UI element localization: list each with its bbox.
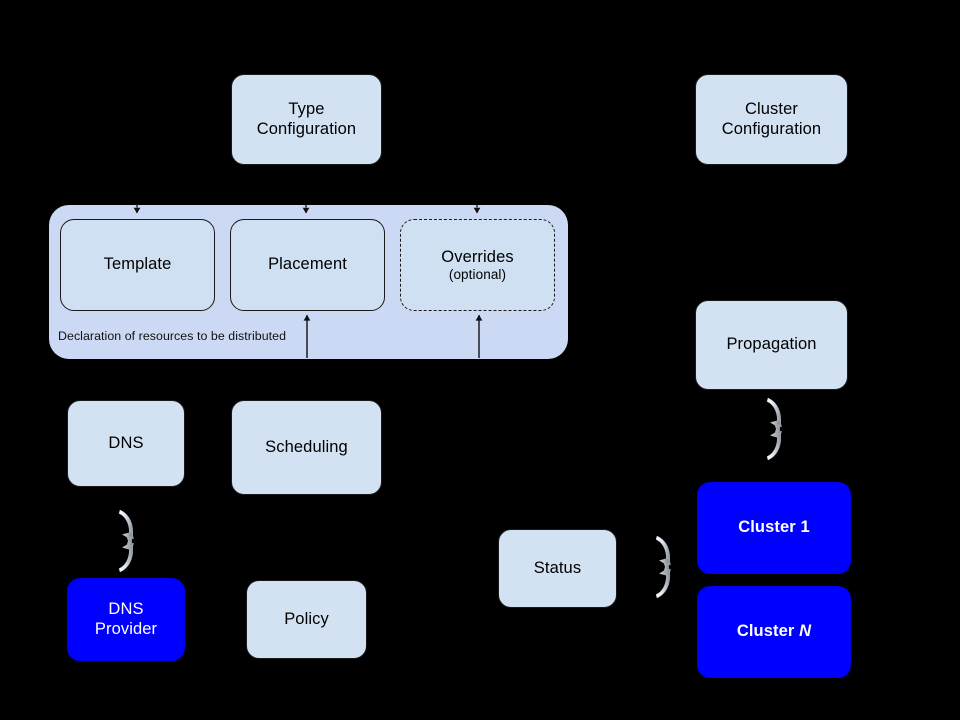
- node-policy[interactable]: Policy: [246, 580, 367, 659]
- node-cluster-1-label: Cluster 1: [738, 518, 810, 537]
- node-cluster-1[interactable]: Cluster 1: [697, 482, 851, 574]
- node-propagation[interactable]: Propagation: [695, 300, 848, 390]
- node-status-label: Status: [533, 558, 582, 577]
- node-scheduling[interactable]: Scheduling: [231, 400, 382, 495]
- node-scheduling-label: Scheduling: [265, 437, 348, 456]
- node-cluster-n-label: Cluster N: [737, 622, 811, 641]
- node-type-configuration-label: Type Configuration: [257, 100, 356, 139]
- container-caption: Declaration of resources to be distribut…: [58, 329, 287, 343]
- cluster-n-prefix: Cluster: [736, 622, 800, 641]
- node-placement[interactable]: Placement: [230, 219, 385, 311]
- node-overrides[interactable]: Overrides (optional): [400, 219, 555, 311]
- type-configuration-line-1: Type: [288, 100, 325, 119]
- node-dns-provider-label: DNS Provider: [95, 600, 157, 639]
- cluster-1-suffix: 1: [800, 518, 810, 537]
- cluster-1-prefix: Cluster: [738, 518, 801, 537]
- node-placement-label: Placement: [268, 255, 347, 274]
- cluster-configuration-line-1: Cluster: [745, 100, 798, 119]
- sync-arrows-icon-dns: [118, 509, 134, 573]
- node-policy-label: Policy: [284, 609, 329, 628]
- type-configuration-line-2: Configuration: [256, 119, 357, 138]
- cluster-n-suffix: N: [799, 622, 812, 641]
- node-cluster-configuration[interactable]: Cluster Configuration: [695, 74, 848, 165]
- node-type-configuration[interactable]: Type Configuration: [231, 74, 382, 165]
- node-status[interactable]: Status: [498, 529, 617, 608]
- node-overrides-title: Overrides: [441, 247, 514, 266]
- node-template[interactable]: Template: [60, 219, 215, 311]
- dns-provider-line-2: Provider: [94, 619, 158, 638]
- node-cluster-n[interactable]: Cluster N: [697, 586, 851, 678]
- node-dns[interactable]: DNS: [67, 400, 185, 487]
- node-overrides-sublabel: (optional): [448, 266, 507, 282]
- node-overrides-label: Overrides (optional): [441, 248, 513, 283]
- sync-arrows-icon-propagation: [766, 397, 782, 461]
- node-dns-provider[interactable]: DNS Provider: [67, 578, 185, 661]
- dns-provider-line-1: DNS: [108, 600, 144, 619]
- node-propagation-label: Propagation: [726, 335, 817, 354]
- node-cluster-configuration-label: Cluster Configuration: [722, 100, 821, 139]
- sync-arrows-icon-status: [655, 535, 671, 599]
- node-template-label: Template: [103, 255, 172, 274]
- cluster-configuration-line-2: Configuration: [721, 119, 822, 138]
- node-dns-label: DNS: [108, 433, 144, 452]
